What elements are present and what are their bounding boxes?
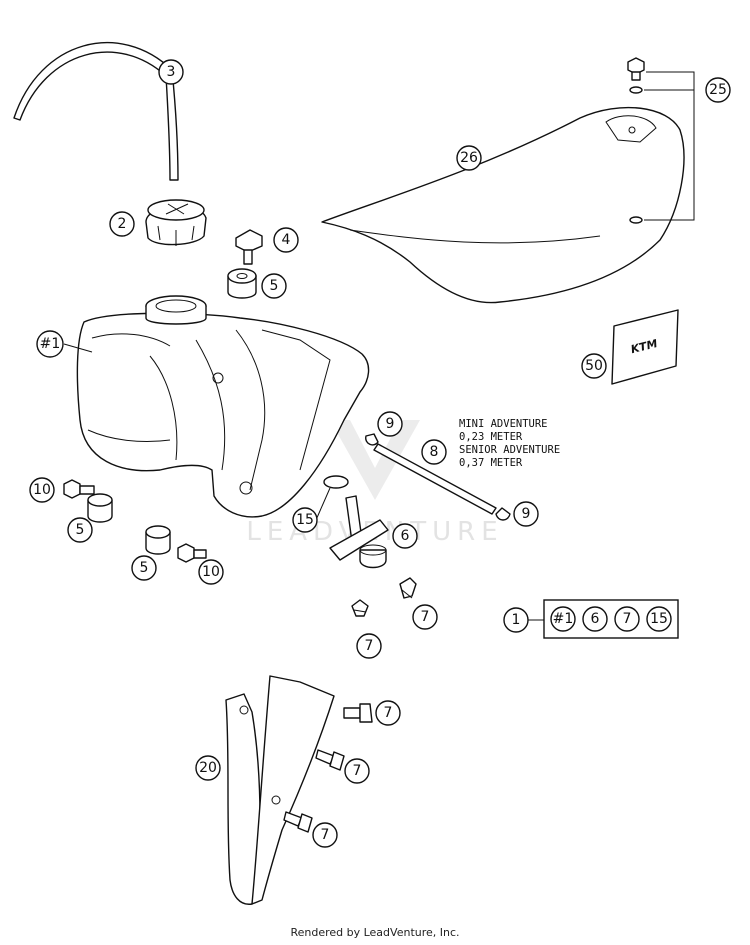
- kit-item-15: 15: [646, 606, 672, 632]
- callout-9-bottom: 9: [513, 501, 539, 527]
- svg-text:26: 26: [460, 150, 478, 166]
- note-line-4: 0,37 METER: [459, 457, 523, 469]
- callout-7-spoiler-3: 7: [312, 822, 338, 848]
- screw-7-tap-left: [351, 599, 369, 617]
- ktm-logo: KTM: [629, 337, 658, 356]
- note-line-1: MINI ADVENTURE: [459, 418, 548, 430]
- svg-text:5: 5: [76, 522, 85, 538]
- svg-text:7: 7: [421, 609, 430, 625]
- callout-9-top: 9: [377, 411, 403, 437]
- screw-7-spoiler-1: [343, 703, 373, 723]
- svg-text:5: 5: [270, 278, 279, 294]
- svg-text:#1: #1: [40, 336, 61, 352]
- callout-7-tap-left: 7: [356, 633, 382, 659]
- leader-1: [63, 343, 93, 353]
- callout-7-spoiler-2: 7: [344, 758, 370, 784]
- bolt-10-left: [63, 479, 95, 499]
- callout-2: 2: [109, 211, 135, 237]
- o-ring-15: [323, 475, 349, 489]
- svg-text:6: 6: [591, 611, 600, 627]
- screw-7-spoiler-3: [283, 811, 313, 833]
- svg-text:8: 8: [430, 444, 439, 460]
- svg-text:9: 9: [522, 506, 531, 522]
- svg-text:5: 5: [140, 560, 149, 576]
- callout-10-left: 10: [29, 477, 55, 503]
- spacer-5-left: [87, 493, 113, 523]
- callout-1-tank: #1: [36, 330, 64, 358]
- svg-text:20: 20: [199, 760, 217, 776]
- callout-5-top: 5: [261, 273, 287, 299]
- screw-7-spoiler-2: [315, 749, 345, 771]
- svg-text:25: 25: [709, 82, 727, 98]
- seat-26: [321, 106, 685, 304]
- callout-5-lower: 5: [131, 555, 157, 581]
- svg-text:7: 7: [321, 827, 330, 843]
- seat-screw-25: [627, 57, 645, 224]
- svg-text:15: 15: [296, 512, 314, 528]
- fuel-tap-6: [329, 495, 389, 569]
- leader-25: [644, 71, 695, 221]
- spacer-5-top: [227, 268, 257, 299]
- note-line-2: 0,23 METER: [459, 431, 523, 443]
- screw-7-tap-right: [399, 577, 417, 599]
- callout-7-spoiler-1: 7: [375, 700, 401, 726]
- callout-26: 26: [456, 145, 482, 171]
- note-line-3: SENIOR ADVENTURE: [459, 444, 560, 456]
- svg-text:4: 4: [282, 232, 291, 248]
- hose-clamp-9-top: [365, 433, 379, 446]
- fuel-tank: [76, 295, 370, 518]
- screw-4: [235, 229, 263, 265]
- fuel-hose-8: [373, 443, 497, 515]
- svg-text:10: 10: [33, 482, 51, 498]
- svg-text:2: 2: [118, 216, 127, 232]
- svg-text:6: 6: [401, 528, 410, 544]
- decal-50: KTM: [611, 309, 679, 385]
- hose-clamp-9-bottom: [495, 507, 511, 521]
- callout-6: 6: [392, 523, 418, 549]
- footer-credit: Rendered by LeadVenture, Inc.: [290, 926, 460, 939]
- callout-3: 3: [158, 59, 184, 85]
- svg-text:9: 9: [386, 416, 395, 432]
- kit-item-6: 6: [582, 606, 608, 632]
- svg-text:50: 50: [585, 358, 603, 374]
- svg-text:3: 3: [167, 64, 176, 80]
- callout-kit-1: 1: [503, 607, 529, 633]
- kit-contents: 1 #1 6 7 15: [503, 599, 679, 639]
- callout-5-left: 5: [67, 517, 93, 543]
- svg-text:7: 7: [623, 611, 632, 627]
- svg-text:7: 7: [365, 638, 374, 654]
- svg-text:1: 1: [512, 612, 521, 628]
- svg-text:7: 7: [384, 705, 393, 721]
- callout-8: 8: [421, 439, 447, 465]
- callout-25: 25: [705, 77, 731, 103]
- callout-7-tap-right: 7: [412, 604, 438, 630]
- spacer-5-lower: [145, 525, 171, 555]
- svg-text:10: 10: [202, 564, 220, 580]
- callout-15: 15: [292, 507, 318, 533]
- kit-item-7: 7: [614, 606, 640, 632]
- svg-text:#1: #1: [553, 611, 574, 627]
- callout-4: 4: [273, 227, 299, 253]
- hose-length-note: MINI ADVENTURE 0,23 METER SENIOR ADVENTU…: [459, 418, 560, 469]
- leader-15: [315, 487, 331, 521]
- kit-item-1: #1: [550, 606, 576, 632]
- callout-20: 20: [195, 755, 221, 781]
- svg-text:7: 7: [353, 763, 362, 779]
- callout-50: 50: [581, 353, 607, 379]
- tank-spoiler-20: [225, 675, 335, 905]
- breather-hose: [13, 41, 179, 181]
- fuel-cap: [145, 199, 207, 246]
- bolt-10-lower: [177, 543, 207, 563]
- svg-text:15: 15: [650, 611, 668, 627]
- callout-10-lower: 10: [198, 559, 224, 585]
